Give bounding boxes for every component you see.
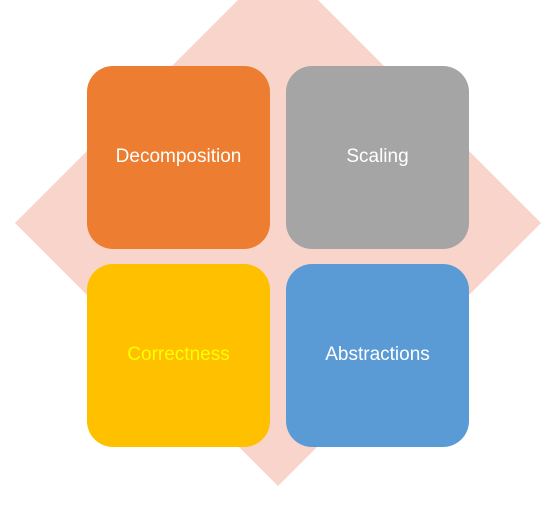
tile-decomposition: Decomposition <box>87 66 270 249</box>
tile-label-correctness: Correctness <box>127 344 230 366</box>
tile-label-scaling: Scaling <box>346 146 409 168</box>
tile-scaling: Scaling <box>286 66 469 249</box>
tile-label-decomposition: Decomposition <box>115 146 242 168</box>
tile-label-abstractions: Abstractions <box>325 344 430 366</box>
tile-abstractions: Abstractions <box>286 264 469 447</box>
tile-correctness: Correctness <box>87 264 270 447</box>
